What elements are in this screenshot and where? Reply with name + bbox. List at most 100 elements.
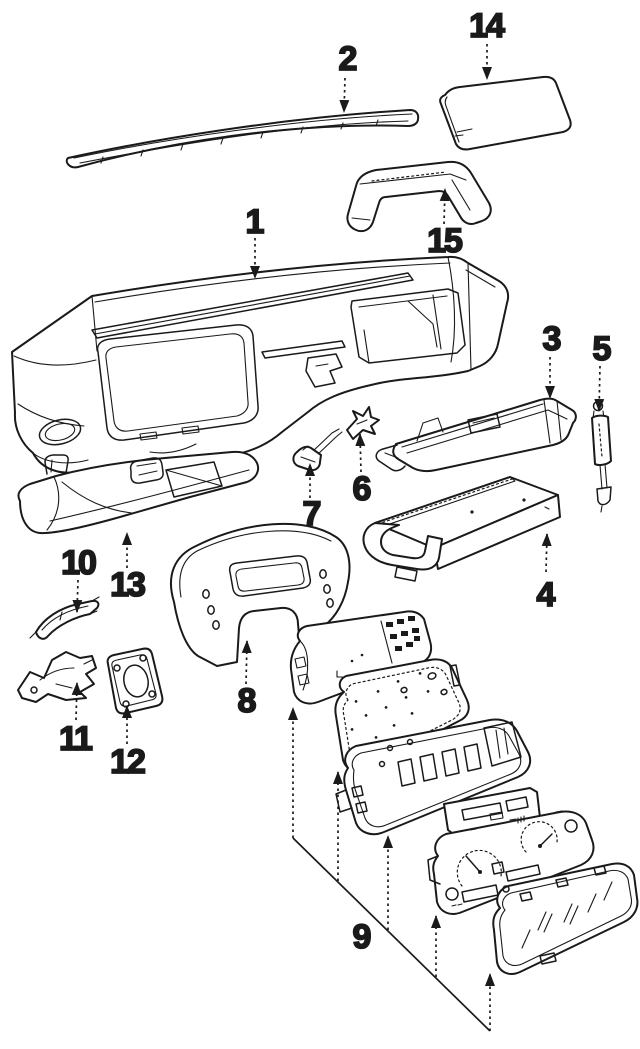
- callout-2-arrow: [339, 77, 350, 113]
- callout-label-7: 7: [303, 495, 321, 533]
- retainer-clip-outline: [346, 406, 380, 440]
- support-bracket-hatch: [371, 171, 447, 182]
- door-left-clip-line: [50, 459, 53, 473]
- access-panel-outline: [439, 75, 572, 151]
- panel-cluster-opening-inner: [105, 333, 249, 432]
- strut-body-texture: [598, 423, 603, 458]
- housing-duct-left-bracket: [416, 417, 444, 442]
- bezel-hole-r3: [326, 598, 334, 608]
- panel-opening-tabs: [139, 425, 200, 454]
- rear-housing-marks: [336, 670, 344, 678]
- lower-bracket-outline: [17, 651, 97, 703]
- gasket-center-hole: [123, 664, 149, 698]
- callout-8-arrow: [241, 640, 252, 685]
- bezel-hole-l3: [212, 620, 220, 630]
- housing-duct-right-cap: [543, 399, 562, 444]
- door-long-line: [49, 469, 250, 522]
- rear-housing-left-cap: [300, 641, 309, 691]
- support-bracket-outline: [346, 160, 492, 233]
- access-panel-mark: [454, 128, 473, 137]
- gasket-hole-1: [113, 664, 121, 672]
- part-small-bracket: [292, 428, 343, 472]
- door-latch-lines: [136, 462, 158, 476]
- trim-strip-lower-line: [79, 120, 409, 164]
- rear-housing-circuit-edge: [380, 620, 393, 664]
- callout-5-arrow: [594, 365, 605, 412]
- lower-bracket-lines: [39, 659, 93, 689]
- gauge-face-left-ear: [427, 855, 441, 885]
- small-bracket-body: [292, 445, 322, 472]
- part-support-strut: [591, 400, 612, 513]
- part-handle-bracket: [29, 596, 100, 640]
- callout-label-10: 10: [61, 544, 96, 582]
- rear-housing-connectors: [294, 656, 310, 686]
- cluster-case-hole-1: [378, 760, 386, 768]
- part-defroster-trim-strip: [65, 109, 420, 169]
- part-support-bracket: [346, 160, 492, 233]
- small-bracket-lines: [300, 445, 316, 463]
- callout-6-arrow: [355, 433, 366, 473]
- callout-label-2: 2: [339, 40, 357, 78]
- panel-left-fold: [91, 295, 98, 352]
- panel-center-bracket: [305, 353, 343, 388]
- gasket-hole-3: [148, 690, 156, 698]
- lamp-tray-center-rect: [489, 811, 504, 821]
- panel-right-opening-details: [358, 294, 448, 364]
- handle-outline: [35, 599, 100, 640]
- part-glove-box-bin: [362, 476, 561, 582]
- housing-duct-outline: [392, 397, 577, 473]
- handle-end-fork: [29, 596, 100, 639]
- cluster-rear-housing: [289, 610, 433, 705]
- callout-label-11: 11: [59, 720, 92, 758]
- callout-label-3: 3: [543, 320, 561, 358]
- cluster-case-hole-3: [406, 738, 414, 746]
- callout-label-13: 13: [110, 566, 145, 604]
- fuel-gauge: [445, 887, 459, 901]
- callout-label-9: 9: [353, 918, 371, 956]
- callout-label-1: 1: [246, 203, 264, 241]
- bin-hatch-dots: [377, 478, 513, 525]
- cluster-lens: [492, 862, 639, 975]
- tachometer-needle: [539, 833, 553, 847]
- callout-label-5: 5: [593, 330, 611, 368]
- lens-bottom-notch: [539, 952, 557, 965]
- strut-rod: [599, 463, 608, 490]
- trim-strip-outline: [65, 109, 420, 169]
- door-crease: [61, 481, 133, 514]
- housing-duct-foot-line: [384, 452, 399, 459]
- rear-housing-dot-1: [350, 659, 354, 663]
- panel-cluster-opening: [96, 324, 259, 441]
- callout-11-arrow: [71, 682, 82, 721]
- bezel-window: [228, 555, 312, 597]
- bin-rivet-2: [522, 498, 526, 502]
- panel-top-inner-edge: [94, 262, 451, 303]
- panel-right-wing-lines: [447, 256, 496, 371]
- lens-corner-stud: [502, 885, 510, 893]
- temp-gauge: [564, 819, 578, 833]
- housing-duct-left-foot: [375, 444, 406, 472]
- bin-right-face: [433, 494, 561, 570]
- circuit-board-slot: [449, 664, 461, 687]
- part-glove-box-housing: [375, 397, 577, 473]
- gauge-face-outline: [432, 810, 595, 915]
- gauge-symbols: [451, 810, 563, 907]
- cluster-case: [335, 718, 532, 836]
- speedometer-pivot: [478, 870, 482, 874]
- callout-labels: 1 2 3 4 5 6 7 8 9 10 11 12 13 14 15: [58, 6, 613, 957]
- cluster-case-slats: [397, 743, 482, 787]
- part-retainer-clip: [346, 406, 380, 440]
- callout-arrows: [71, 44, 605, 1032]
- part-glove-box-door: [17, 450, 260, 535]
- gauge-center-square: [491, 861, 505, 875]
- panel-defroster-slot-line: [94, 275, 411, 335]
- tachometer-pivot: [538, 844, 542, 848]
- strut-body: [591, 414, 612, 466]
- door-left-cap: [46, 476, 60, 531]
- lens-top-tabs: [519, 865, 607, 902]
- callout-9-leader: [292, 837, 491, 1032]
- bezel-left-crease: [179, 550, 198, 598]
- cluster-case-right-bars: [495, 727, 509, 759]
- retainer-clip-line: [356, 419, 368, 425]
- housing-duct-ridges: [401, 403, 568, 454]
